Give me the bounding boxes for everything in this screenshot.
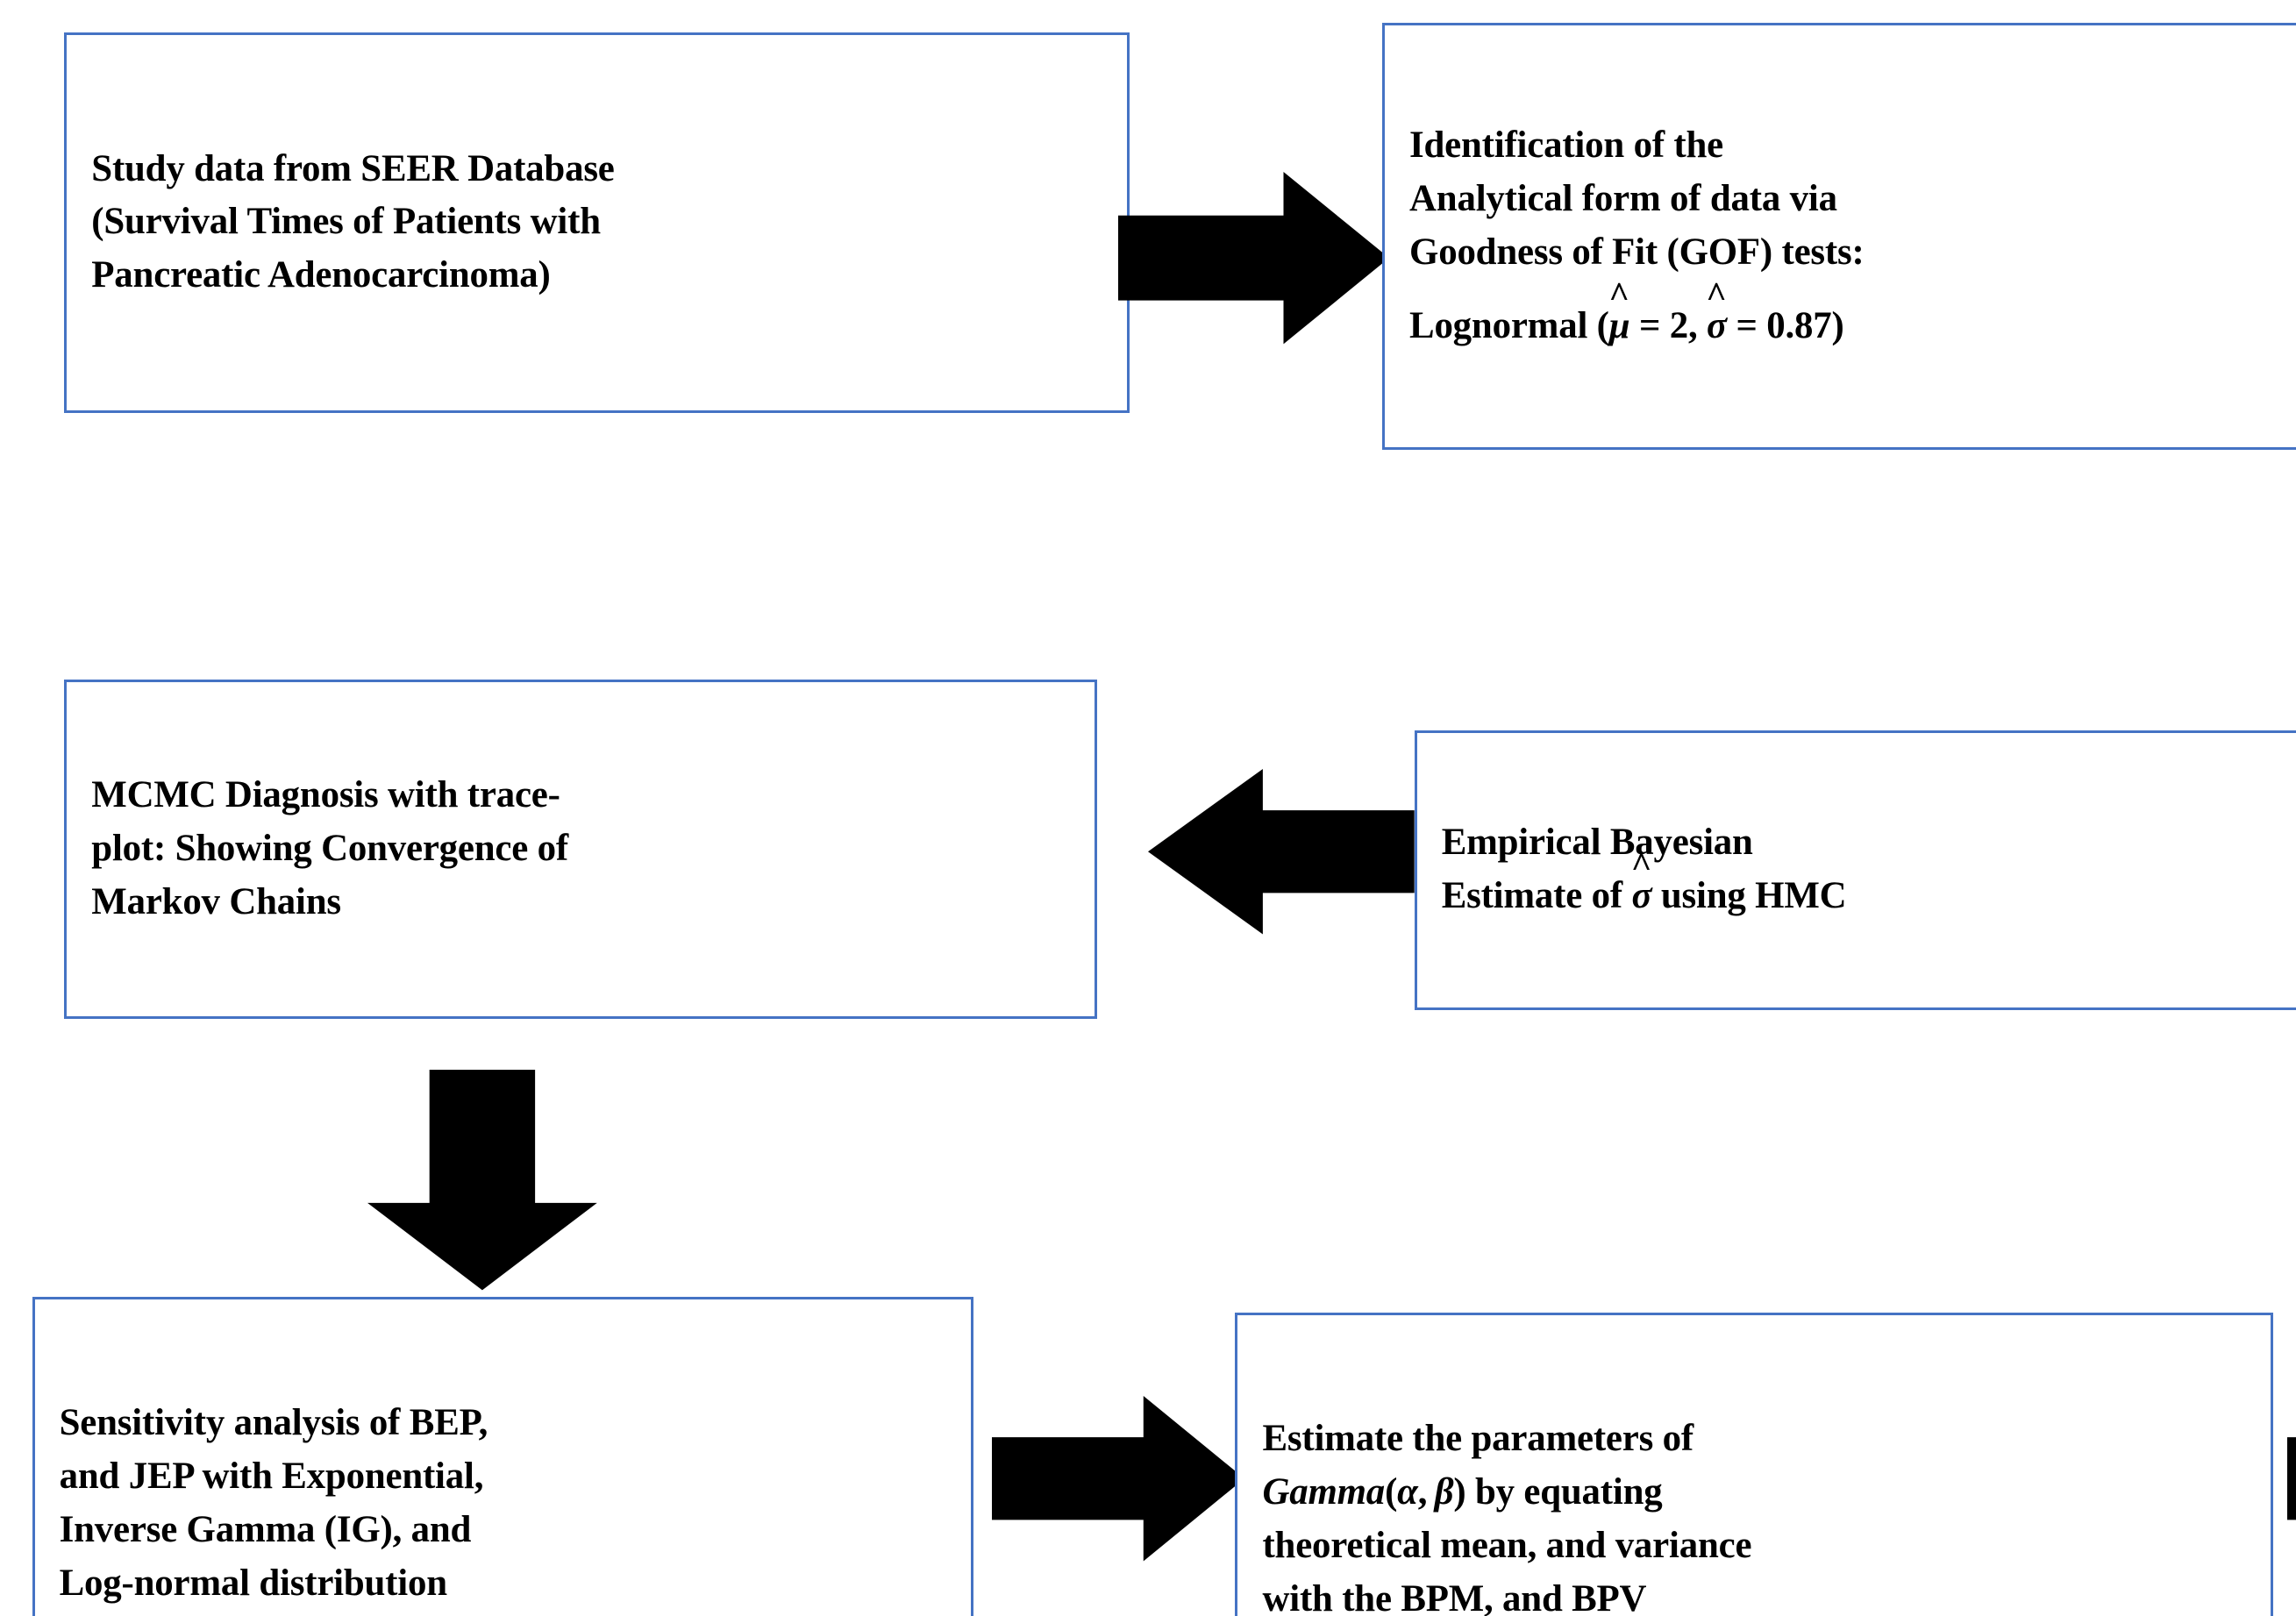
flow-node-n6[interactable]: MCMC Diagnosis with trace- plot: Showing… (64, 679, 1098, 1020)
flow-node-n6-text: MCMC Diagnosis with trace- plot: Showing… (91, 774, 568, 923)
flow-arrow-a5 (1148, 769, 1415, 935)
flow-node-n1[interactable]: Study data from SEER Database (Survival … (64, 32, 1130, 414)
flow-node-n8[interactable]: Estimate the parameters of Gamma(α, β) b… (1235, 1313, 2273, 1616)
flow-node-n5[interactable]: Empirical Bayesian Estimate of σ using H… (1414, 730, 2296, 1010)
flow-arrow-a6 (367, 1069, 597, 1291)
flow-node-n5-text: Empirical Bayesian Estimate of σ using H… (1417, 816, 2296, 923)
flow-node-n1-text: Study data from SEER Database (Survival … (91, 147, 615, 296)
flow-node-n2[interactable]: Identification of the Analytical form of… (1382, 23, 2296, 451)
flow-node-n2-text: Identification of the Analytical form of… (1385, 119, 2296, 353)
flow-arrow-a8 (2286, 1396, 2296, 1561)
flow-node-n8-text: Estimate the parameters of Gamma(α, β) b… (1262, 1418, 1752, 1616)
flow-arrow-a7 (991, 1395, 1244, 1562)
flow-node-n7-text: Sensitivity analysis of BEP, and JEP wit… (59, 1401, 488, 1604)
flow-node-n7[interactable]: Sensitivity analysis of BEP, and JEP wit… (32, 1297, 974, 1616)
sigma-hat-hmc: Estimate of σ using HMC (1442, 875, 1847, 916)
lognormal-formula: Lognormal (μ = 2, σ = 0.87) (1409, 305, 1844, 346)
gamma-formula: Gamma(α, β) by equating (1262, 1471, 1663, 1513)
flow-arrow-a1 (1117, 172, 1389, 345)
